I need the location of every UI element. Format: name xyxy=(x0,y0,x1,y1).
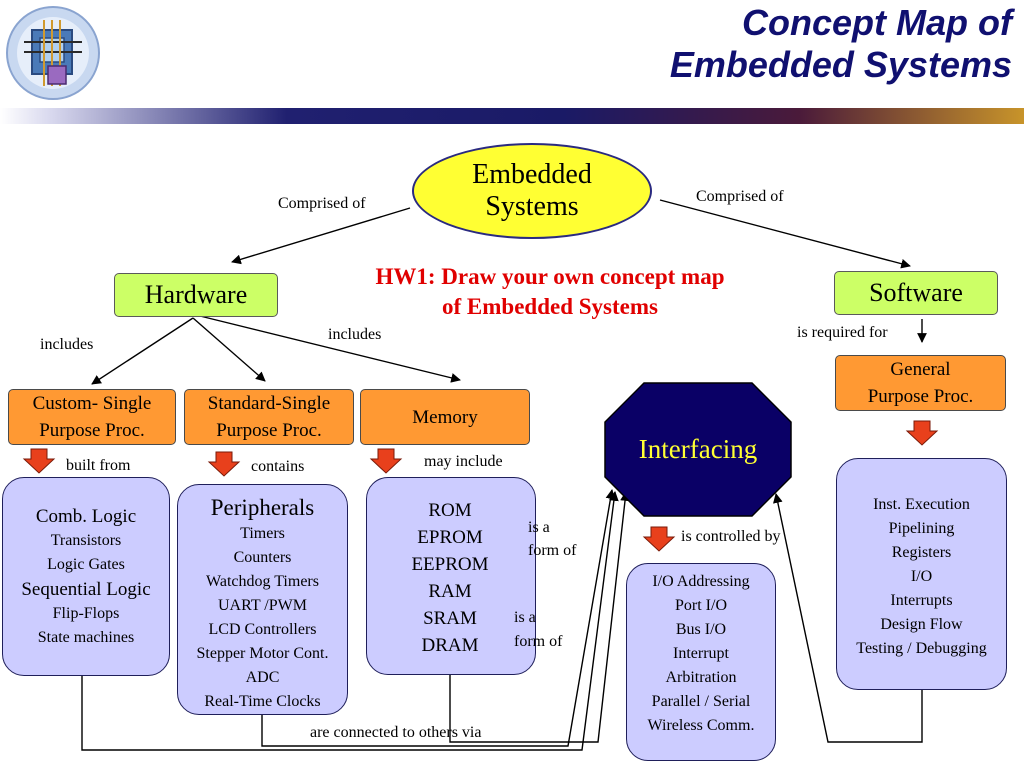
memory-detail-box: ROM EPROM EEPROM RAM SRAM DRAM xyxy=(366,477,536,675)
edge-label-may-include: may include xyxy=(424,453,503,470)
slide-title-line-2: Embedded Systems xyxy=(669,44,1012,85)
logic-item: Logic Gates xyxy=(47,556,125,573)
homework-note: HW1: Draw your own concept map of Embedd… xyxy=(318,262,782,322)
logic-item: Comb. Logic xyxy=(35,506,137,527)
logic-item: Flip-Flops xyxy=(52,605,120,622)
software-item: I/O xyxy=(910,568,933,585)
software-item: Inst. Execution xyxy=(873,496,970,513)
software-item: Design Flow xyxy=(880,616,963,633)
down-arrow-standard xyxy=(207,451,241,477)
hardware-node: Hardware xyxy=(114,273,278,317)
edge-label-is-controlled-by: is controlled by xyxy=(681,528,781,545)
custom-single-purpose-node: Custom- Single Purpose Proc. xyxy=(8,389,176,445)
title-gradient-bar xyxy=(0,108,1024,124)
software-item: Pipelining xyxy=(888,520,955,537)
software-detail-box: Inst. Execution Pipelining Registers I/O… xyxy=(836,458,1007,690)
edge-label-includes: includes xyxy=(40,336,94,353)
homework-line-1: HW1: Draw your own concept map xyxy=(375,264,725,289)
memory-item: DRAM xyxy=(421,635,479,656)
edge-root-software xyxy=(659,199,911,269)
edge-label-is-a: is a xyxy=(514,609,536,626)
root-node-line-1: Embedded xyxy=(472,159,592,190)
logic-item: Sequential Logic xyxy=(21,579,151,600)
edge-label-comprised-of: Comprised of xyxy=(278,195,366,212)
homework-line-2: of Embedded Systems xyxy=(442,294,658,319)
down-arrow-memory xyxy=(369,448,403,474)
edge-label-is-required-for: is required for xyxy=(797,324,888,341)
memory-item: RAM xyxy=(428,581,472,602)
memory-node: Memory xyxy=(360,389,530,445)
edge-label-connected-via: are connected to others via xyxy=(310,724,482,741)
standard-node-line-2: Purpose Proc. xyxy=(216,420,322,441)
peripherals-heading: Peripherals xyxy=(210,495,315,520)
edge-label-built-from: built from xyxy=(66,457,131,474)
general-node-line-2: Purpose Proc. xyxy=(867,386,974,407)
logic-detail-box: Comb. Logic Transistors Logic Gates Sequ… xyxy=(2,477,170,676)
io-detail-box: I/O Addressing Port I/O Bus I/O Interrup… xyxy=(626,563,776,761)
custom-node-line-2: Purpose Proc. xyxy=(39,420,145,441)
peripherals-item: Timers xyxy=(240,525,285,542)
io-item: Port I/O xyxy=(675,597,727,614)
peripherals-item: Watchdog Timers xyxy=(206,573,319,590)
peripherals-item: Counters xyxy=(233,549,292,566)
io-item: Arbitration xyxy=(665,669,737,686)
custom-node-line-1: Custom- Single xyxy=(32,393,152,414)
edge-label-contains: contains xyxy=(251,458,305,475)
edge-hardware-custom xyxy=(91,317,194,385)
root-node-line-2: Systems xyxy=(485,191,579,222)
general-purpose-node: General Purpose Proc. xyxy=(835,355,1006,411)
embedded-chip-logo-icon xyxy=(6,6,100,100)
interfacing-node: Interfacing xyxy=(638,434,758,464)
peripherals-item: LCD Controllers xyxy=(208,621,317,638)
software-item: Testing / Debugging xyxy=(856,640,987,657)
down-arrow-interfacing xyxy=(642,526,676,552)
peripherals-detail-box: Peripherals Timers Counters Watchdog Tim… xyxy=(177,484,348,715)
memory-item: SRAM xyxy=(423,608,477,629)
software-node: Software xyxy=(834,271,998,315)
standard-single-purpose-node: Standard-Single Purpose Proc. xyxy=(184,389,354,445)
edge-label-comprised-of: Comprised of xyxy=(696,188,784,205)
root-node-embedded-systems: Embedded Systems xyxy=(412,143,652,239)
memory-item: EEPROM xyxy=(411,554,489,575)
software-item: Interrupts xyxy=(890,592,953,609)
logic-item: Transistors xyxy=(50,532,122,549)
edge-label-form-of: form of xyxy=(528,542,577,559)
general-node-line-1: General xyxy=(890,359,951,380)
peripherals-item: Stepper Motor Cont. xyxy=(196,645,329,662)
down-arrow-custom xyxy=(22,448,56,474)
edge-label-is-a: is a xyxy=(528,519,550,536)
memory-item: ROM xyxy=(428,500,472,521)
io-item: Wireless Comm. xyxy=(647,717,755,734)
logic-item: State machines xyxy=(37,629,135,646)
io-item: Interrupt xyxy=(673,645,729,662)
edge-label-includes: includes xyxy=(328,326,382,343)
edge-hardware-standard xyxy=(192,317,266,382)
io-item: Parallel / Serial xyxy=(651,693,751,710)
edge-label-form-of: form of xyxy=(514,633,563,650)
standard-node-line-1: Standard-Single xyxy=(207,393,331,414)
edge-root-hardware xyxy=(231,207,411,265)
io-item: Bus I/O xyxy=(675,621,727,638)
peripherals-item: ADC xyxy=(245,669,280,686)
memory-item: EPROM xyxy=(417,527,483,548)
peripherals-item: UART /PWM xyxy=(218,597,307,614)
peripherals-item: Real-Time Clocks xyxy=(204,693,321,710)
down-arrow-general xyxy=(905,420,939,446)
io-item: I/O Addressing xyxy=(652,573,750,590)
slide-title-line-1: Concept Map of xyxy=(742,2,1012,43)
slide-title: Concept Map of Embedded Systems xyxy=(670,2,1012,86)
software-item: Registers xyxy=(891,544,952,561)
